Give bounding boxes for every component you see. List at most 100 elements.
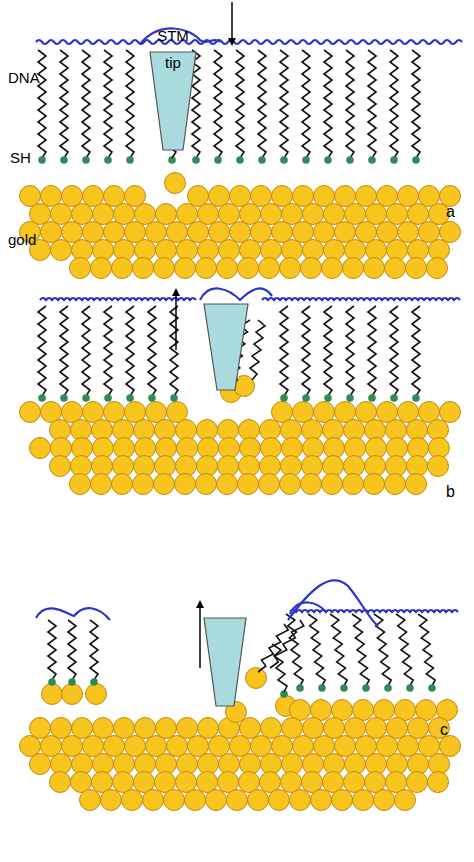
gold-atom: [50, 456, 71, 477]
dna-strand: [104, 50, 112, 158]
gold-atom: [175, 258, 196, 279]
thiol-group: [258, 156, 266, 164]
gold-atom: [143, 790, 164, 811]
gold-atom: [154, 258, 175, 279]
gold-atom: [353, 790, 374, 811]
gold-atom: [30, 438, 51, 459]
dna-backbone: [36, 608, 110, 620]
tip-text: tip: [146, 55, 200, 70]
thiol-group: [390, 156, 398, 164]
dna-strand: [90, 620, 98, 680]
gold-atom: [51, 240, 72, 261]
gold-atom: [311, 790, 332, 811]
thiol-group: [48, 678, 56, 686]
gold-atom: [407, 772, 428, 793]
gold-atom: [301, 258, 322, 279]
dna-backbone: [36, 40, 462, 44]
dna-strand: [324, 306, 332, 396]
dna-strand: [280, 306, 288, 396]
gold-atom: [364, 474, 385, 495]
dna-backbone: [140, 28, 220, 44]
part-label: DNA: [8, 70, 40, 85]
thiol-group: [324, 156, 332, 164]
dna-strand: [38, 306, 46, 396]
dna-strand: [68, 620, 76, 680]
part-label: SH: [10, 150, 31, 165]
gold-atom: [185, 790, 206, 811]
gold-atoms: [20, 173, 461, 811]
thiol-group: [280, 156, 288, 164]
gold-atom: [395, 790, 416, 811]
gold-atom: [133, 474, 154, 495]
thiol-group: [296, 684, 304, 692]
gold-atom: [364, 258, 385, 279]
part-label: gold: [8, 232, 36, 247]
gold-atom: [332, 790, 353, 811]
dna-strand: [126, 306, 134, 396]
gold-atom: [196, 258, 217, 279]
gold-atom: [165, 173, 186, 194]
thiol-group: [302, 156, 310, 164]
gold-atom: [427, 258, 448, 279]
gold-atom: [86, 684, 107, 705]
dna-strand: [48, 620, 56, 680]
thiol-group: [170, 394, 178, 402]
thiol-group: [192, 156, 200, 164]
thiol-group: [384, 684, 392, 692]
stm-tip: [204, 618, 246, 706]
gold-atom: [133, 258, 154, 279]
gold-atom: [322, 474, 343, 495]
dna-strand: [324, 50, 332, 158]
thiol-group: [412, 156, 420, 164]
motion-arrows: [176, 2, 232, 668]
gold-atom: [206, 790, 227, 811]
dna-strand: [418, 614, 435, 686]
gold-atom: [164, 790, 185, 811]
thiol-group: [412, 394, 420, 402]
thiol-group: [280, 394, 288, 402]
gold-atom: [112, 474, 133, 495]
dna-backbone: [290, 610, 458, 612]
gold-atom: [269, 790, 290, 811]
stm-tip-label: STMtip: [146, 28, 200, 70]
thiol-group: [82, 156, 90, 164]
gold-atom: [175, 474, 196, 495]
thiol-group: [104, 156, 112, 164]
dna-strand: [412, 50, 420, 158]
dna-strand: [148, 306, 156, 396]
thiol-group: [104, 394, 112, 402]
dna-strand: [82, 50, 90, 158]
dna-strand: [250, 320, 265, 380]
dna-strand: [126, 50, 134, 158]
gold-atom: [227, 790, 248, 811]
thiol-group: [346, 394, 354, 402]
gold-atom: [42, 684, 63, 705]
dna-strand: [352, 614, 369, 686]
thiol-group: [236, 156, 244, 164]
gold-atom: [91, 258, 112, 279]
dna-strand: [368, 306, 376, 396]
gold-atom: [196, 474, 217, 495]
gold-atom: [385, 474, 406, 495]
dna-strand: [280, 50, 288, 158]
thiol-group: [390, 394, 398, 402]
dna-strand: [214, 50, 222, 158]
dna-strands: [36, 28, 462, 697]
panel-letter: b: [446, 484, 455, 500]
gold-atom: [62, 684, 83, 705]
gold-atom: [50, 772, 71, 793]
gold-atom: [428, 456, 449, 477]
dna-strand: [302, 50, 310, 158]
dna-strand: [396, 614, 413, 686]
gold-atom: [80, 790, 101, 811]
dna-strand: [60, 306, 68, 396]
thiol-group: [38, 156, 46, 164]
gold-atom: [238, 258, 259, 279]
thiol-group: [318, 684, 326, 692]
gold-atom: [280, 258, 301, 279]
thiol-group: [368, 394, 376, 402]
dna-strand: [302, 306, 310, 396]
thiol-group: [214, 156, 222, 164]
gold-atom: [322, 258, 343, 279]
